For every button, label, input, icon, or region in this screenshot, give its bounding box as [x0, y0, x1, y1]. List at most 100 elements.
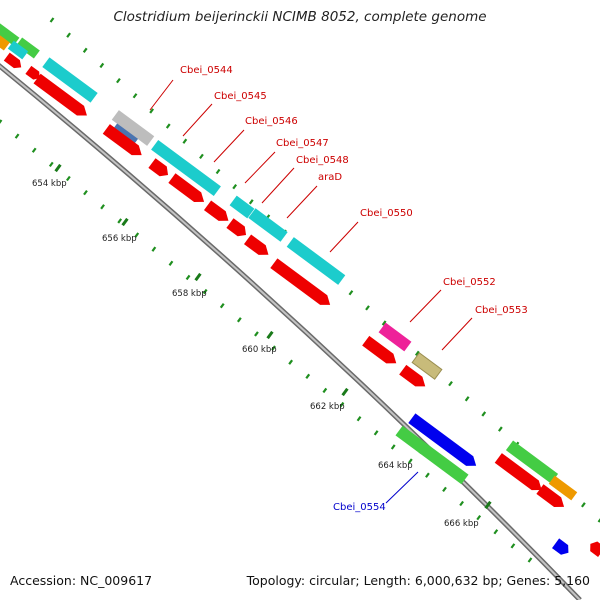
- tick-dot: [322, 387, 328, 394]
- tick-dot: [254, 331, 259, 337]
- gene-label: Cbei_0548: [296, 155, 349, 166]
- tick-dot: [348, 290, 354, 296]
- tick-dot: [236, 317, 242, 323]
- gene-feature-red: [25, 65, 40, 80]
- tick-dot: [49, 17, 55, 23]
- tick-label: 662 kbp: [310, 402, 345, 412]
- gene-label: Cbei_0544: [180, 65, 233, 76]
- gene-feature-cyan: [151, 139, 221, 197]
- tick-label: 656 kbp: [102, 234, 137, 244]
- gene-feature-green: [0, 22, 20, 46]
- gene-feature-red: [226, 218, 247, 237]
- tick-dot: [425, 472, 430, 478]
- tick-dot: [381, 320, 387, 326]
- major-tick: [266, 330, 274, 340]
- tick-dot: [476, 514, 482, 521]
- tick-dot: [510, 543, 516, 549]
- gene-feature-red: [102, 124, 142, 156]
- gene-feature-cyan: [286, 237, 346, 285]
- gene-feature-red: [33, 73, 87, 116]
- gene-feature-red: [494, 453, 542, 491]
- gene-feature-cyan: [248, 208, 288, 242]
- gene-label-leader: [329, 221, 359, 253]
- tick-dot: [356, 416, 362, 422]
- gene-label: Cbei_0545: [214, 91, 267, 102]
- tick-dot: [464, 396, 470, 402]
- tick-dot: [202, 288, 208, 295]
- tick-label: 660 kbp: [242, 345, 277, 355]
- gene-label: Cbei_0552: [443, 277, 496, 288]
- genome-backbone: [0, 63, 582, 600]
- gene-feature-red: [590, 541, 600, 557]
- gene-feature-orange: [548, 475, 578, 501]
- tick-dot: [365, 305, 370, 311]
- tick-dot: [182, 138, 188, 144]
- gene-feature-khaki: [411, 352, 443, 380]
- gene-feature-red: [536, 484, 565, 507]
- gene-feature-red: [243, 234, 269, 255]
- tick-dot: [219, 303, 225, 309]
- gene-label-leader: [182, 103, 213, 137]
- tick-dot: [442, 486, 447, 493]
- major-tick: [341, 387, 349, 397]
- footer-accession: Accession: NC_009617: [10, 573, 153, 588]
- gene-label-leader: [244, 151, 276, 184]
- tick-dot: [117, 218, 123, 224]
- tick-dot: [14, 133, 20, 139]
- tick-dot: [83, 189, 88, 196]
- tick-dot: [99, 62, 105, 69]
- tick-dot: [132, 93, 138, 99]
- major-tick: [194, 272, 202, 282]
- tick-dot: [66, 32, 71, 38]
- tick-dot: [414, 350, 420, 356]
- tick-dot: [481, 411, 487, 417]
- gene-feature-red: [168, 173, 205, 202]
- genome-backbone-highlight: [0, 65, 581, 600]
- gene-feature-green: [16, 37, 40, 59]
- tick-dot: [232, 184, 238, 190]
- gene-feature-red: [399, 364, 426, 387]
- gene-feature-cyan: [42, 57, 98, 103]
- tick-dot: [288, 359, 294, 365]
- tick-dot: [527, 557, 533, 563]
- tick-dot: [459, 500, 464, 507]
- tick-dot: [248, 199, 254, 205]
- tick-dot: [31, 147, 37, 153]
- tick-dot: [597, 518, 600, 523]
- gene-label-leader: [409, 289, 442, 323]
- gene-feature-red: [148, 158, 169, 177]
- tick-dot: [168, 260, 174, 266]
- tick-dot: [82, 47, 88, 53]
- tick-dot: [185, 274, 191, 281]
- gene-label: Cbei_0554: [333, 502, 386, 513]
- gene-label: Cbei_0547: [276, 138, 329, 149]
- major-tick: [54, 163, 62, 173]
- gene-feature-orange: [0, 29, 10, 51]
- gene-feature-cyan: [229, 195, 255, 219]
- gene-label: Cbei_0553: [475, 305, 528, 316]
- tick-dot: [215, 168, 221, 175]
- tick-dot: [100, 204, 105, 210]
- tick-dot: [116, 77, 121, 84]
- gene-feature-blue: [552, 538, 569, 555]
- gene-feature-red: [362, 335, 397, 364]
- tick-label: 664 kbp: [378, 461, 413, 471]
- tick-dot: [271, 345, 276, 351]
- gene-label-leader: [286, 185, 318, 219]
- tick-dot: [165, 123, 171, 129]
- gene-label: Cbei_0546: [245, 116, 298, 127]
- gene-feature-magenta: [378, 322, 412, 352]
- gene-feature-grey: [111, 110, 155, 146]
- gene-label-leader: [261, 167, 295, 204]
- gene-feature-blue: [408, 413, 477, 466]
- footer-stats: Topology: circular; Length: 6,000,632 bp…: [246, 573, 590, 588]
- gene-feature-cyan: [7, 40, 29, 60]
- tick-dot: [149, 108, 155, 114]
- tick-dot: [581, 502, 586, 508]
- gene-label-leader: [149, 79, 174, 111]
- gene-label: araD: [318, 172, 342, 183]
- gene-label-leader: [213, 129, 245, 163]
- tick-dot: [151, 246, 157, 252]
- tick-dot: [0, 119, 3, 124]
